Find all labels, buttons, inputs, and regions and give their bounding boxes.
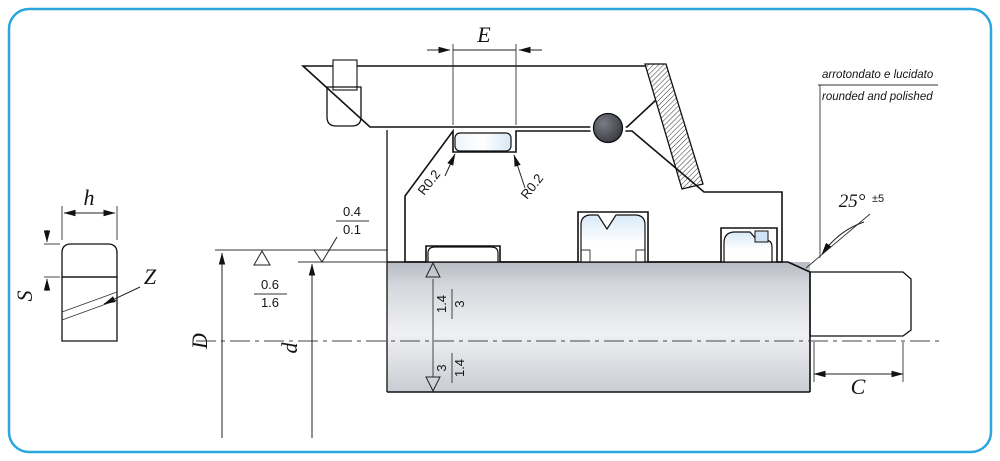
roughness-triangle-icon [425,376,441,393]
radius-callout-right: R0.2 [513,154,547,202]
main-section-view [196,59,944,393]
roughness-triangle-icon [253,249,271,266]
rod-body [387,262,810,392]
chamfer-angle-label: 25° [839,191,866,212]
guide-ring [454,132,512,152]
roughness-check-icon [313,236,338,263]
roughness-face-top: 0.6 [261,277,279,292]
seal-energizer [754,230,769,243]
roughness-rod-upper-first: 1.4 [434,295,449,313]
roughness-rod-upper-second: 3 [452,300,467,307]
dim-label-d-rod: d [277,342,302,354]
dimension-s: S [12,230,60,302]
dimension-d-rod: d [277,261,387,438]
chamfer-angle-callout: 25° ±5 [805,191,884,269]
roughness-rod-upper: 1.4 3 [425,261,467,377]
dim-label-s: S [12,291,37,302]
radius-label-left: R0.2 [415,167,444,198]
left-detail-view: h S Z [12,185,157,342]
ring-cross-section [61,243,118,278]
dim-label-h: h [84,185,95,210]
chamfer-angle-tolerance: ±5 [872,193,884,205]
surface-note-english: rounded and polished [822,91,933,103]
rod-seal-primary-backup-lines [581,249,645,262]
backup-ring [427,246,499,263]
roughness-bore-top: 0.4 [343,204,361,219]
roughness-rod-lower-first: 3 [434,364,449,371]
roughness-face-pair: 0.6 1.6 [253,249,287,310]
dimension-c: C [813,342,904,399]
ring-gap-line-2 [61,299,118,321]
radius-label-right: R0.2 [518,171,547,202]
roughness-bore-bottom: 0.1 [343,222,361,237]
roughness-face-bottom: 1.6 [261,295,279,310]
plug [326,86,362,127]
surface-note-italian: arrotondato e lucidato [822,69,934,81]
rod-seal-primary [580,214,646,263]
dim-label-c: C [851,374,866,399]
o-ring [592,112,624,144]
roughness-triangle-icon [425,261,441,278]
dim-label-e: E [476,22,491,47]
cylinder-block [300,65,657,128]
roughness-rod-lower-second: 1.4 [452,359,467,377]
ring-gap-line-1 [61,291,118,313]
o-ring-clearance-halo [590,110,626,146]
dimension-e: E [427,22,542,125]
rod-chamfer-edge [787,261,811,273]
dimension-d-bore: D [187,249,388,438]
page-border-frame [7,7,993,454]
roughness-bore-pair: 0.4 0.1 [313,204,369,263]
dimension-h: h [61,185,118,240]
plug-slot [332,59,358,91]
slanted-wall-strip [644,63,704,190]
dim-label-z: Z [144,264,157,289]
piston-body [404,128,783,263]
rod-stub-end [809,271,912,337]
surface-note: arrotondato e lucidato rounded and polis… [818,69,938,258]
roughness-rod-lower: 3 1.4 [425,353,467,393]
dim-label-d-bore: D [187,333,212,350]
dimension-z: Z [103,264,157,305]
